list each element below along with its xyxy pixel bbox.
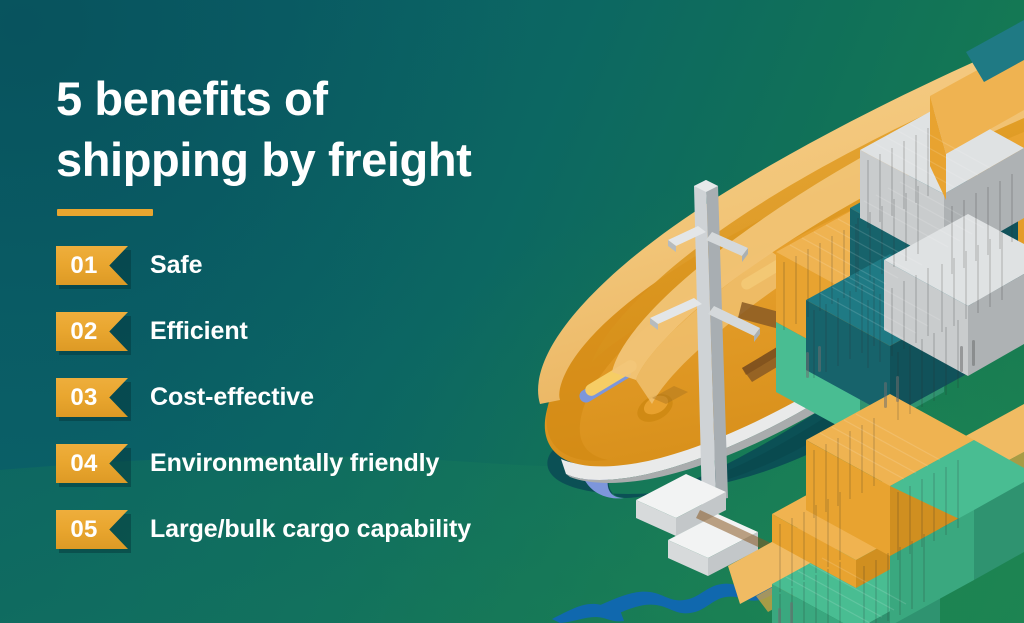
benefit-label: Efficient [150, 317, 248, 345]
list-item: 03 Cost-effective [0, 378, 471, 444]
benefit-number-badge: 04 [56, 444, 131, 487]
benefit-label: Large/bulk cargo capability [150, 515, 472, 543]
benefit-number-badge: 03 [56, 378, 131, 421]
list-item: 05 Large/bulk cargo capability [0, 510, 471, 576]
page-title: 5 benefits of shipping by freight [56, 68, 526, 190]
list-item: 02 Efficient [0, 312, 471, 378]
badge-number-text: 04 [70, 449, 98, 477]
benefit-number-badge: 02 [56, 312, 131, 355]
benefit-number-badge: 05 [56, 510, 131, 553]
title-line-2: shipping by freight [56, 133, 472, 187]
badge-number-text: 01 [70, 251, 98, 279]
benefits-list: 01 Safe 02 Efficient 03 Cost-effectiv [0, 246, 471, 576]
content-column: 5 benefits of shipping by freight 01 Saf… [0, 68, 526, 576]
list-item: 04 Environmentally friendly [0, 444, 471, 510]
badge-number-text: 03 [70, 383, 98, 411]
benefit-label: Cost-effective [150, 383, 314, 411]
benefit-number-badge: 01 [56, 246, 131, 289]
title-line-1: 5 benefits of [56, 72, 328, 125]
title-accent-rule [57, 209, 153, 216]
badge-number-text: 02 [70, 317, 98, 345]
badge-number-text: 05 [70, 515, 98, 543]
benefit-label: Safe [150, 251, 203, 279]
list-item: 01 Safe [0, 246, 471, 312]
benefit-label: Environmentally friendly [150, 449, 440, 477]
